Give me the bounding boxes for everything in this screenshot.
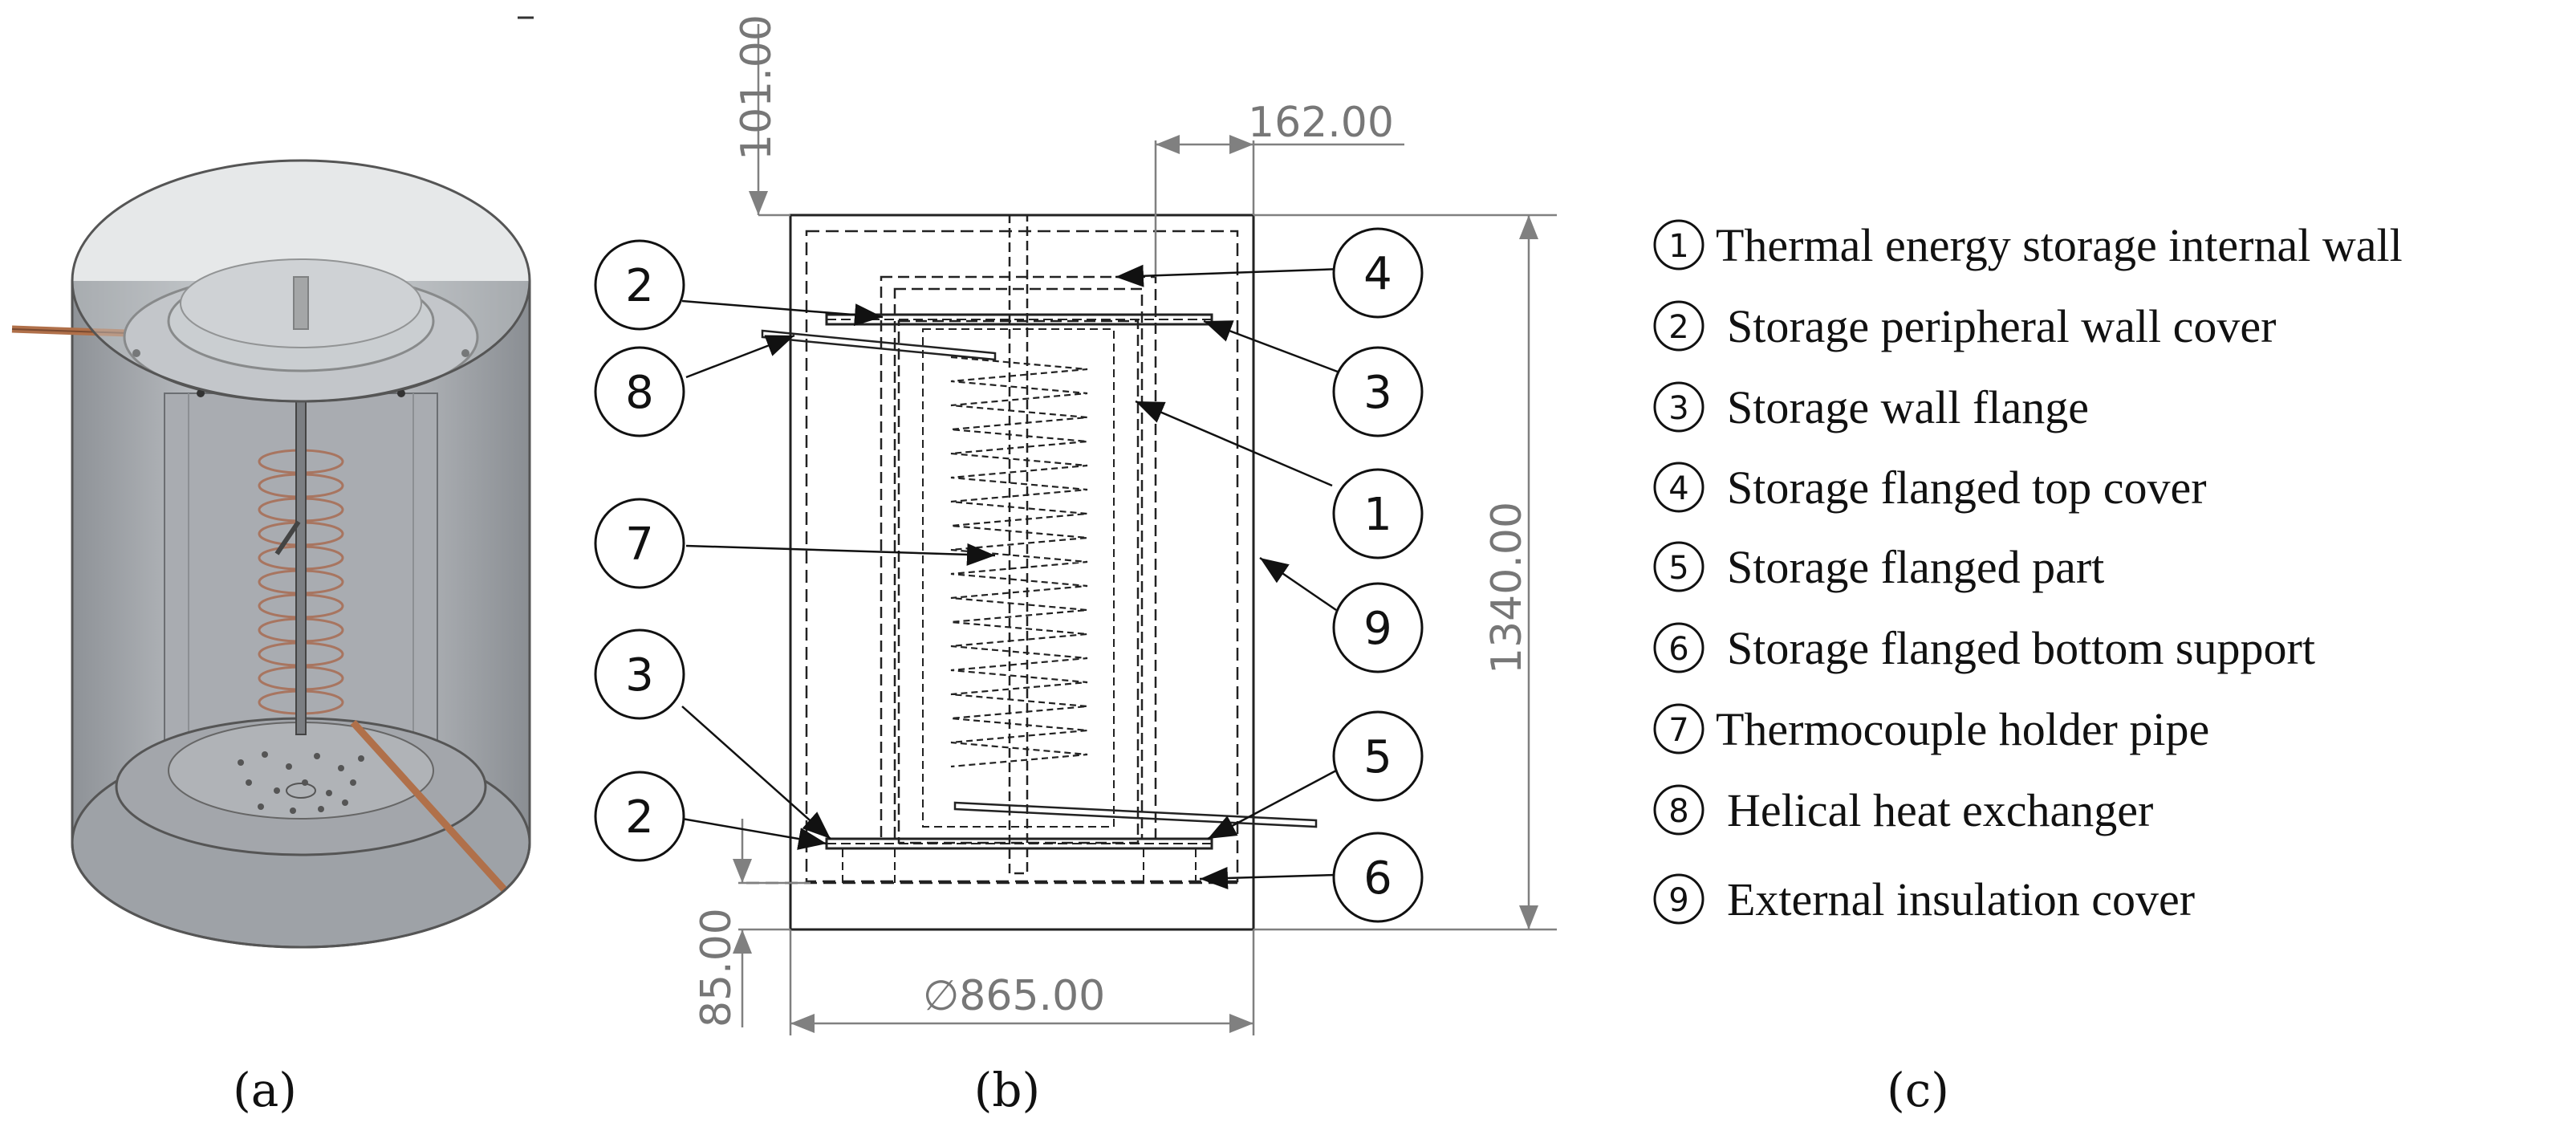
legend-text-2: Storage peripheral wall cover [1727, 300, 2276, 352]
svg-text:2: 2 [625, 260, 654, 312]
balloon-7: 7 [594, 498, 685, 589]
dim-top-offset: 101.00 [733, 14, 781, 161]
legend-item-3: 3 Storage wall flange [1653, 381, 2089, 433]
caption-b: (b) [974, 1063, 1040, 1117]
dim-side-gap: 162.00 [1248, 99, 1394, 147]
legend-text-7: Thermocouple holder pipe [1716, 703, 2209, 755]
legend-text-4: Storage flanged top cover [1727, 462, 2207, 514]
balloon-3-top: 3 [1332, 346, 1424, 437]
svg-text:3: 3 [625, 649, 654, 702]
balloon-5: 5 [1332, 710, 1424, 802]
inner-wall [880, 275, 1157, 840]
section-drawing [746, 214, 1318, 931]
balloon-3-bottom: 3 [594, 628, 685, 720]
caption-c: (c) [1887, 1063, 1949, 1117]
legend-item-7: 7 Thermocouple holder pipe [1653, 703, 2209, 755]
dim-height: 1340.00 [1483, 502, 1531, 674]
insulation-inner-dashed [805, 230, 1239, 883]
outlet-tube-section [953, 801, 1318, 828]
svg-text:8: 8 [1668, 793, 1688, 830]
svg-text:1: 1 [1363, 489, 1392, 541]
legend-item-5: 5 Storage flanged part [1653, 541, 2104, 593]
svg-text:7: 7 [1668, 712, 1688, 749]
thermocouple-pipe [1008, 214, 1029, 875]
svg-text:9: 9 [1363, 603, 1392, 655]
dim-diameter: ∅865.00 [923, 972, 1105, 1020]
outlet-pipe [350, 719, 509, 894]
tank-3d-view [11, 16, 534, 949]
legend-text-1: Thermal energy storage internal wall [1716, 219, 2403, 271]
svg-text:3: 3 [1363, 367, 1392, 419]
helical-coil-section [950, 356, 1088, 768]
svg-text:6: 6 [1668, 631, 1688, 668]
svg-text:4: 4 [1363, 248, 1392, 300]
legend-text-6: Storage flanged bottom support [1727, 622, 2315, 674]
svg-text:1: 1 [1668, 228, 1688, 265]
svg-text:6: 6 [1363, 852, 1392, 905]
balloon-6: 6 [1332, 832, 1424, 923]
svg-text:7: 7 [625, 519, 654, 571]
balloon-1: 1 [1332, 468, 1424, 559]
caption-a: (a) [233, 1063, 297, 1117]
legend-text-8: Helical heat exchanger [1727, 784, 2153, 836]
balloon-9: 9 [1332, 582, 1424, 673]
svg-text:3: 3 [1668, 390, 1688, 427]
svg-text:8: 8 [625, 367, 654, 419]
dim-bottom-offset: 85.00 [693, 908, 741, 1027]
svg-text:5: 5 [1363, 731, 1392, 783]
balloons: 2 8 7 3 2 4 3 1 9 5 6 [594, 227, 1424, 923]
svg-text:9: 9 [1668, 882, 1688, 919]
balloon-leaders [681, 264, 1343, 889]
balloon-4: 4 [1332, 227, 1424, 319]
svg-text:2: 2 [1668, 309, 1688, 346]
legend-text-3: Storage wall flange [1727, 381, 2089, 433]
inlet-tube-section [761, 329, 997, 361]
svg-text:2: 2 [625, 791, 654, 844]
legend-item-2: 2 Storage peripheral wall cover [1653, 300, 2276, 352]
svg-text:4: 4 [1668, 470, 1688, 507]
dimension-lines [733, 24, 1557, 1035]
bottom-holes [238, 751, 364, 814]
balloon-2-top: 2 [594, 239, 685, 331]
legend-text-5: Storage flanged part [1727, 541, 2104, 593]
svg-text:5: 5 [1668, 550, 1688, 587]
legend-item-6: 6 Storage flanged bottom support [1653, 622, 2315, 674]
legend-text-9: External insulation cover [1727, 873, 2195, 925]
balloon-2-bottom: 2 [594, 771, 685, 862]
insulation-outline [789, 214, 1255, 931]
legend-item-4: 4 Storage flanged top cover [1653, 462, 2207, 514]
outer-cylinder-top [71, 159, 531, 403]
legend-item-1: 1 Thermal energy storage internal wall [1653, 219, 2403, 271]
balloon-8: 8 [594, 346, 685, 437]
legend-item-9: 9 External insulation cover [1653, 873, 2195, 925]
legend-item-8: 8 Helical heat exchanger [1653, 784, 2153, 836]
